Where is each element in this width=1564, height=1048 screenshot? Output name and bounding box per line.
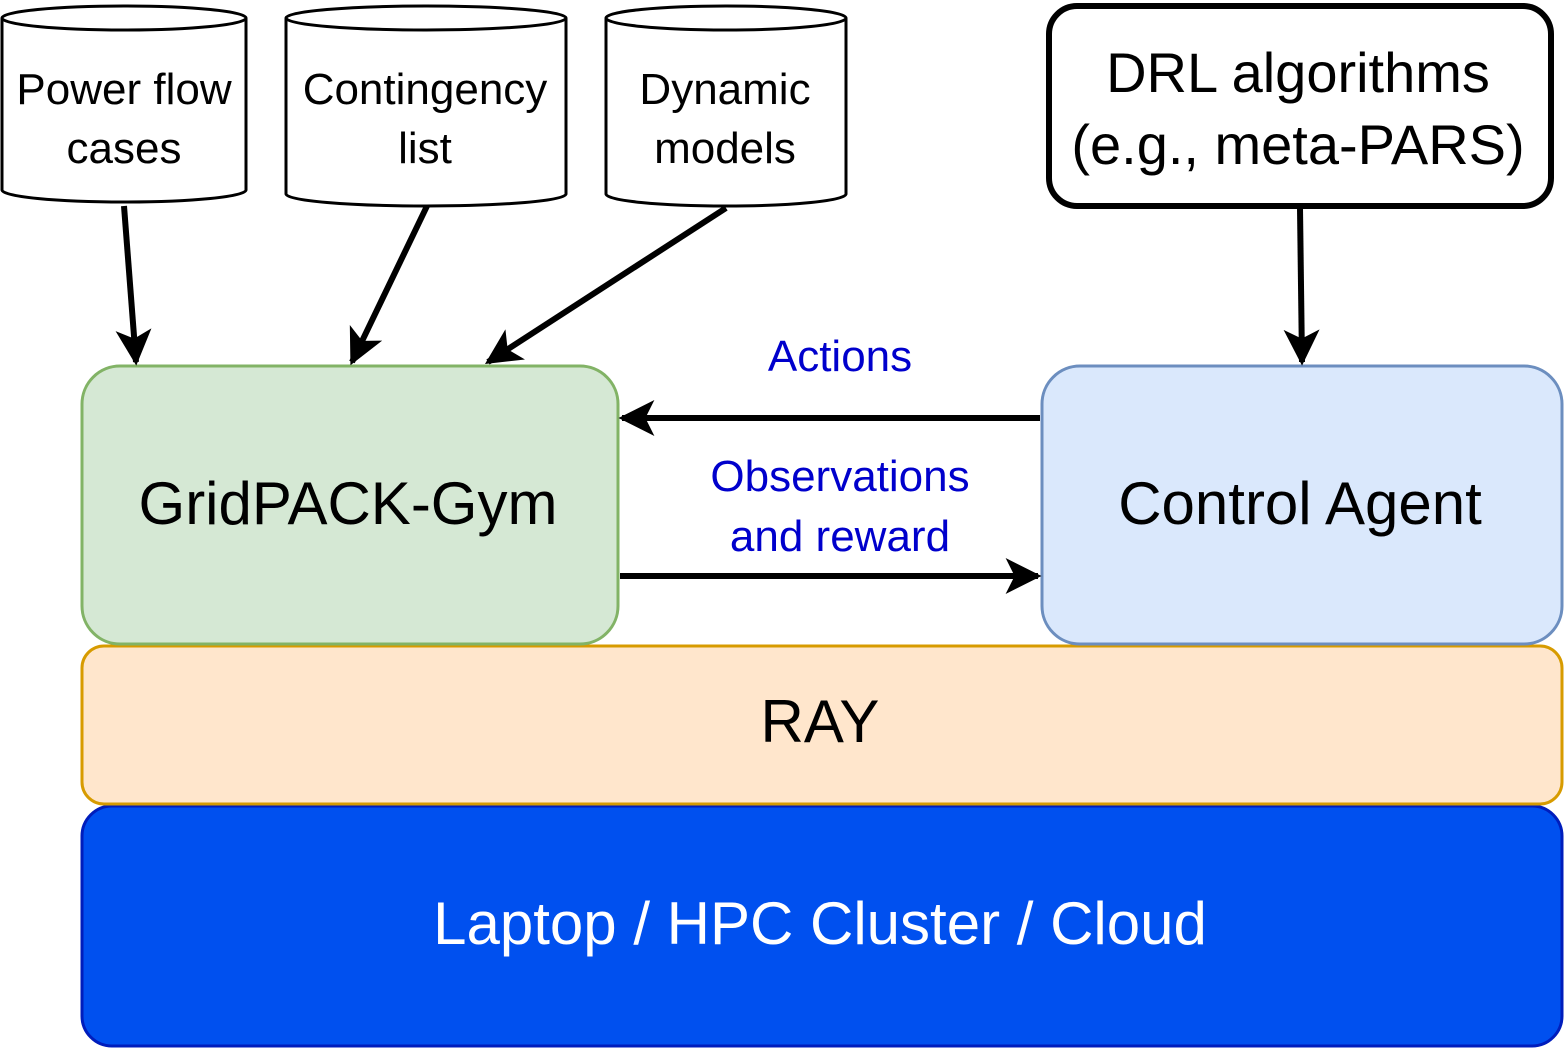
ray-label: RAY	[761, 688, 880, 755]
drl-label-line2: (e.g., meta-PARS)	[1071, 113, 1524, 176]
arrow-drl-to-agent	[1283, 207, 1320, 366]
arrow-dynamic-models-to-gym	[484, 205, 728, 365]
arrow-contingency-to-gym	[349, 204, 430, 366]
dynamic-models-cylinder: Dynamic models	[604, 4, 848, 208]
gridpack-gym-label: GridPACK-Gym	[139, 470, 558, 537]
dynamic-models-label-line1: Dynamic	[639, 65, 810, 114]
drl-algorithms-box: DRL algorithms (e.g., meta-PARS)	[1046, 3, 1554, 209]
power-flow-label-line2: cases	[67, 124, 182, 173]
drl-label-line1: DRL algorithms	[1106, 41, 1490, 104]
observations-label-line1: Observations	[710, 452, 969, 501]
control-agent-box: Control Agent	[1040, 364, 1564, 646]
actions-label: Actions	[768, 332, 912, 381]
control-agent-label: Control Agent	[1118, 470, 1482, 537]
contingency-label-line1: Contingency	[303, 65, 548, 114]
contingency-label-line2: list	[398, 124, 452, 173]
gridpack-gym-box: GridPACK-Gym	[80, 364, 620, 646]
contingency-list-cylinder: Contingency list	[284, 4, 568, 208]
power-flow-label-line1: Power flow	[16, 65, 231, 114]
platform-layer: Laptop / HPC Cluster / Cloud	[80, 804, 1564, 1048]
arrow-power-flow-to-gym	[115, 205, 152, 366]
dynamic-models-label-line2: models	[654, 124, 796, 173]
ray-layer: RAY	[80, 644, 1564, 806]
platform-label: Laptop / HPC Cluster / Cloud	[433, 890, 1207, 957]
observations-label-line2: and reward	[730, 512, 950, 561]
power-flow-cases-cylinder: Power flow cases	[0, 4, 248, 204]
